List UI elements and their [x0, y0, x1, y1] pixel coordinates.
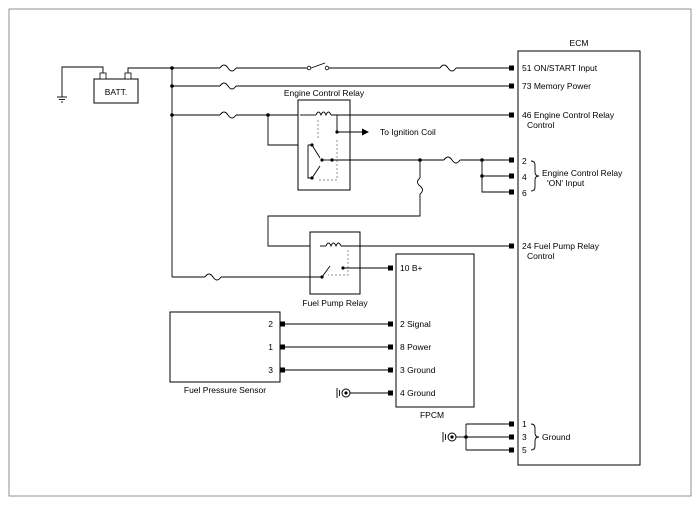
- ecm-ground: [442, 421, 514, 453]
- fpcm-pin-4: 4 Ground: [400, 388, 436, 398]
- fuse-icon: [219, 64, 237, 72]
- ecm-pin-24: 24 Fuel Pump Relay: [522, 241, 600, 251]
- wire-ecm-on-input: [330, 156, 514, 195]
- wire-engine-relay-feed: [172, 111, 308, 146]
- fuse-icon: [219, 111, 237, 119]
- wire-crossover-icon: [417, 177, 423, 195]
- fpcm-pin-2: 2 Signal: [400, 319, 431, 329]
- ecm-ground-pin-1: 1: [522, 419, 527, 429]
- fuse-icon: [204, 273, 222, 281]
- fuel-pump-relay: Fuel Pump Relay: [172, 231, 514, 308]
- battery-box: [93, 78, 139, 104]
- ecm-ground-pin-3: 3: [522, 432, 527, 442]
- fpcm: 10 B+ 2 Signal 8 Power 3 Ground 4 Ground…: [395, 253, 475, 420]
- fuse-icon: [439, 64, 457, 72]
- ecm: ECM 51 ON/START Input 73 Memory Power 46…: [517, 38, 641, 466]
- fpcm-title: FPCM: [420, 410, 444, 420]
- fuel-pump-relay-title: Fuel Pump Relay: [302, 298, 368, 308]
- battery-pos-terminal: [124, 72, 132, 80]
- battery-ground-icon: [57, 96, 67, 103]
- ecm-pin-6: 6: [522, 188, 527, 198]
- fpcm-ground: [336, 388, 390, 398]
- ecm-pin-2: 2: [522, 156, 527, 166]
- ecm-ground-label: Ground: [542, 432, 571, 442]
- engine-relay-box: [297, 99, 351, 191]
- engine-control-relay: To Ignition Coil Engine Control Relay: [284, 88, 436, 191]
- fpcm-box: [395, 253, 475, 408]
- ecm-pin-24-cont: Control: [527, 251, 555, 261]
- arrow-right-icon: [362, 128, 369, 136]
- fpcm-pin-10: 10 B+: [400, 263, 422, 273]
- relay-coil-icon: [325, 242, 342, 248]
- battery-positive-wire: [127, 67, 172, 73]
- sensor-title: Fuel Pressure Sensor: [184, 385, 266, 395]
- sensor-box: [169, 311, 281, 383]
- ecm-on-input-label-cont: 'ON' Input: [547, 178, 585, 188]
- fuse-icon: [219, 82, 237, 90]
- battery-ground-wire: [61, 66, 104, 97]
- sensor-pin-3: 3: [268, 365, 273, 375]
- fuse-icon: [443, 156, 461, 164]
- ecm-pin-46: 46 Engine Control Relay: [522, 110, 615, 120]
- ecm-box: [517, 50, 641, 466]
- to-ignition-coil-label: To Ignition Coil: [380, 127, 436, 137]
- ecm-ground-pin-5: 5: [522, 445, 527, 455]
- relay-coil-icon: [315, 111, 332, 117]
- fpcm-pin-3: 3 Ground: [400, 365, 436, 375]
- wire-ecm-51: [172, 62, 514, 72]
- sensor-pin-1: 1: [268, 342, 273, 352]
- wire-ecm-73: [172, 82, 514, 90]
- fuel-pump-relay-box: [309, 231, 361, 295]
- battery-label: BATT.: [105, 87, 128, 97]
- ignition-switch-icon: [310, 62, 326, 69]
- sensor-pin-2: 2: [268, 319, 273, 329]
- ecm-pin-51: 51 ON/START Input: [522, 63, 598, 73]
- ecm-on-input-label: Engine Control Relay: [542, 168, 623, 178]
- brace-icon: [530, 423, 540, 451]
- wire-fuel-pump-relay-feed: [267, 160, 423, 247]
- battery: BATT.: [57, 66, 172, 104]
- ecm-title: ECM: [570, 38, 589, 48]
- fuel-pressure-sensor: 2 1 3 Fuel Pressure Sensor: [169, 311, 393, 396]
- fpcm-pin-8: 8 Power: [400, 342, 431, 352]
- brace-icon: [530, 160, 540, 192]
- diagram-frame: [8, 8, 692, 497]
- ecm-pin-4: 4: [522, 172, 527, 182]
- battery-neg-terminal: [99, 72, 107, 80]
- ecm-pin-73: 73 Memory Power: [522, 81, 591, 91]
- engine-relay-title: Engine Control Relay: [284, 88, 365, 98]
- ecm-pin-46-cont: Control: [527, 120, 555, 130]
